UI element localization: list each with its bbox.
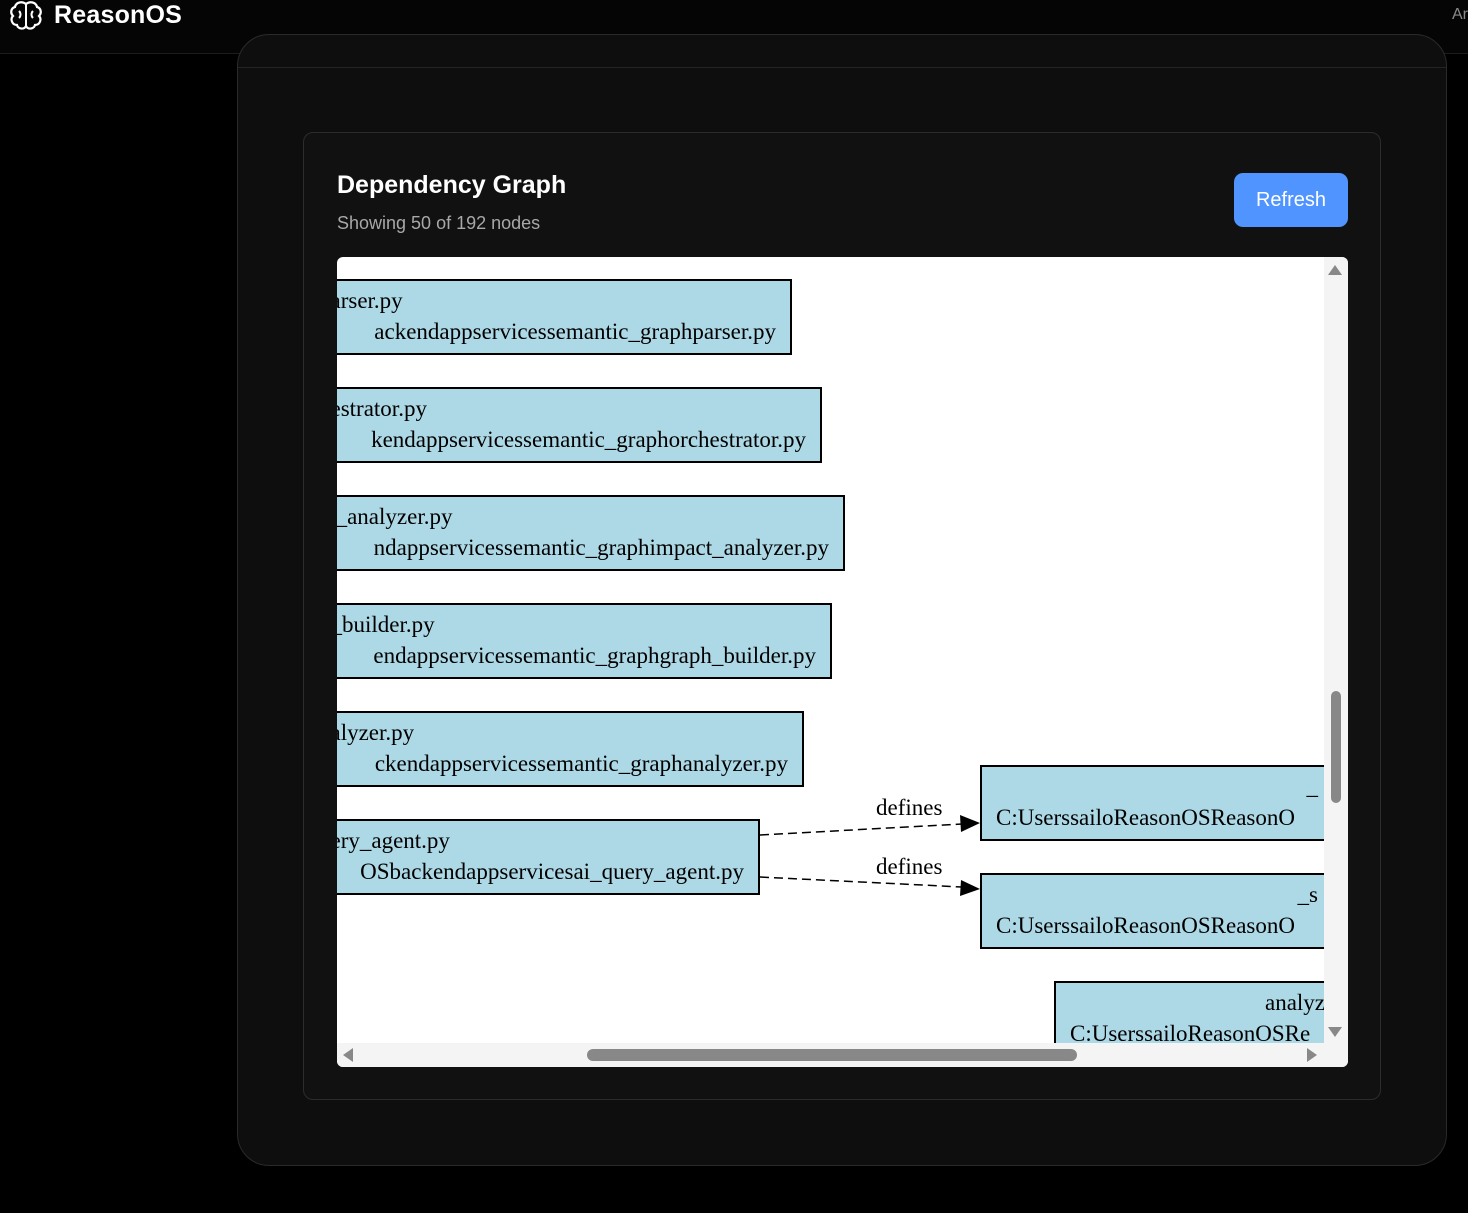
node-path: C:UserssailoReasonOSReasonO [996,805,1295,830]
node-title: _ [1306,774,1319,799]
graph-edge [759,823,963,836]
graph-node[interactable]: uery_agent.py OSbackendappservicesai_que… [337,819,760,895]
vertical-scrollbar[interactable] [1324,257,1348,1043]
vertical-scroll-thumb[interactable] [1331,691,1341,803]
node-title: nalyzer.py [337,720,415,745]
scroll-down-icon[interactable] [1328,1027,1342,1037]
brand[interactable]: ReasonOS [10,0,182,30]
scroll-left-icon[interactable] [343,1048,353,1062]
graph-node[interactable]: parser.py ackendappservicessemantic_grap… [337,279,792,355]
graph-node[interactable]: h_builder.py endappservicessemantic_grap… [337,603,832,679]
graph-node[interactable]: ct_analyzer.py ndappservicessemantic_gra… [337,495,845,571]
node-title: ct_analyzer.py [337,504,453,529]
brain-icon [10,1,42,30]
graph-node[interactable]: analyz C:UserssailoReasonOSRe [1054,981,1324,1043]
node-path: kendappservicessemantic_graphorchestrato… [371,427,806,452]
node-path: ckendappservicessemantic_graphanalyzer.p… [374,751,788,776]
app-name: ReasonOS [54,0,183,29]
card-title: Dependency Graph [337,171,567,199]
node-title: hestrator.py [337,396,427,421]
scroll-right-icon[interactable] [1307,1048,1317,1062]
graph-canvas[interactable]: parser.py ackendappservicessemantic_grap… [337,257,1324,1043]
graph-node[interactable]: hestrator.py kendappservicessemantic_gra… [337,387,822,463]
graph-node[interactable]: _s C:UserssailoReasonOSReasonO [980,873,1324,949]
edge-label: defines [876,795,943,820]
node-title: h_builder.py [337,612,435,637]
node-path: C:UserssailoReasonOSRe [1070,1021,1311,1043]
graph-edge [759,876,963,888]
horizontal-scrollbar[interactable] [337,1043,1348,1067]
node-count-subtitle: Showing 50 of 192 nodes [337,213,541,233]
edge-arrowhead [960,815,980,832]
node-title: uery_agent.py [337,828,450,853]
graph-viewport[interactable]: parser.py ackendappservicessemantic_grap… [337,257,1348,1067]
topbar-right-text[interactable]: Ar [1452,6,1468,23]
horizontal-scroll-thumb[interactable] [587,1049,1077,1061]
node-path: ackendappservicessemantic_graphparser.py [374,319,776,344]
graph-node[interactable]: nalyzer.py ckendappservicessemantic_grap… [337,711,804,787]
node-title: parser.py [337,288,403,313]
edge-arrowhead [960,880,980,896]
node-path: ndappservicessemantic_graphimpact_analyz… [373,535,829,560]
panel-divider [238,67,1446,68]
refresh-button[interactable]: Refresh [1234,173,1348,227]
node-path: C:UserssailoReasonOSReasonO [996,913,1295,938]
node-path: endappservicessemantic_graphgraph_builde… [373,643,816,668]
node-path: OSbackendappservicesai_query_agent.py [360,859,744,884]
edge-label: defines [876,854,943,879]
node-title: _s [1297,882,1318,907]
node-title: analyz [1265,990,1324,1015]
graph-node[interactable]: _ C:UserssailoReasonOSReasonO [980,765,1324,841]
scroll-up-icon[interactable] [1328,265,1342,275]
graph-edges [759,815,980,896]
